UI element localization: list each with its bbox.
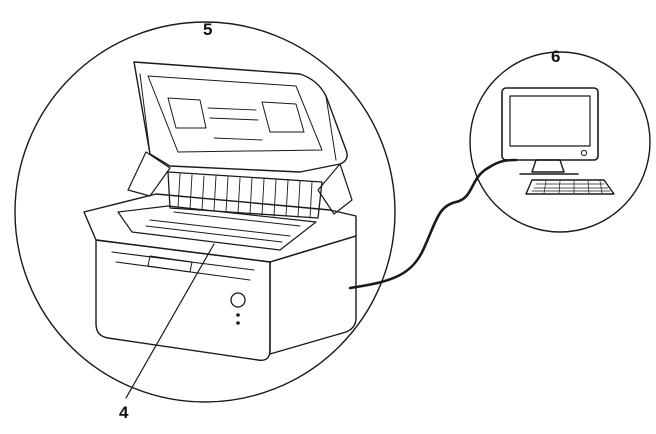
keyboard: [525, 179, 615, 195]
monitor-screen: [509, 95, 591, 147]
status-led-2: [236, 321, 240, 325]
callout-label-drum: 4: [119, 403, 129, 422]
fuser-unit: [167, 171, 323, 219]
printer-open-lid: [133, 61, 348, 173]
callout-4-leader: [125, 243, 215, 399]
callout-label-computer: 6: [551, 47, 561, 66]
usb-cable: [348, 158, 518, 290]
monitor-stand: [531, 159, 565, 173]
printer-callout-circle: [14, 21, 396, 403]
printer-icon: [83, 61, 357, 399]
computer-icon: [501, 87, 615, 195]
printer-cavity: [117, 205, 317, 251]
monitor-bezel: [501, 87, 599, 161]
printer-body-front: [95, 239, 271, 361]
power-button: [230, 292, 246, 308]
callout-label-printer: 5: [203, 20, 213, 39]
printer-body-side: [269, 235, 357, 355]
status-led-1: [236, 313, 240, 317]
computer-callout-circle: [469, 51, 651, 233]
